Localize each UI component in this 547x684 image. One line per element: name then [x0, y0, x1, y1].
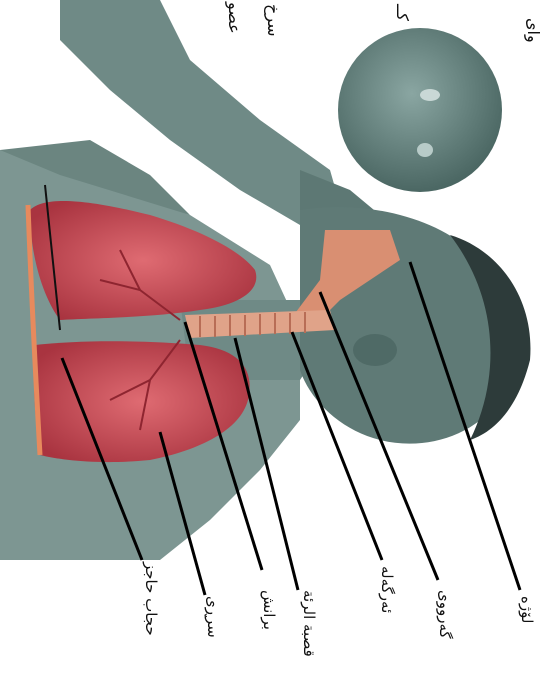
label-trachea: قصبة الرئة — [300, 590, 318, 657]
label-nose: لۆژە — [518, 596, 536, 623]
ear — [353, 334, 397, 366]
label-bronchus: برانش — [260, 590, 278, 630]
balloon-highlight-1 — [420, 89, 440, 101]
fragment-3: سرخ — [264, 4, 283, 37]
fragment-2: كــ — [393, 4, 412, 21]
balloon — [338, 28, 502, 192]
label-pharynx: گەرووی — [436, 590, 454, 639]
balloon-highlight-2 — [417, 143, 433, 157]
label-diaphragm: حجاب حاجز — [142, 562, 160, 636]
label-larynx: ئەرگەلە — [378, 566, 396, 613]
lung-upper — [30, 201, 256, 320]
label-lung: سرڕی — [204, 596, 222, 638]
fragment-4: عصو — [225, 2, 244, 34]
fragment-1: وای — [524, 18, 543, 43]
